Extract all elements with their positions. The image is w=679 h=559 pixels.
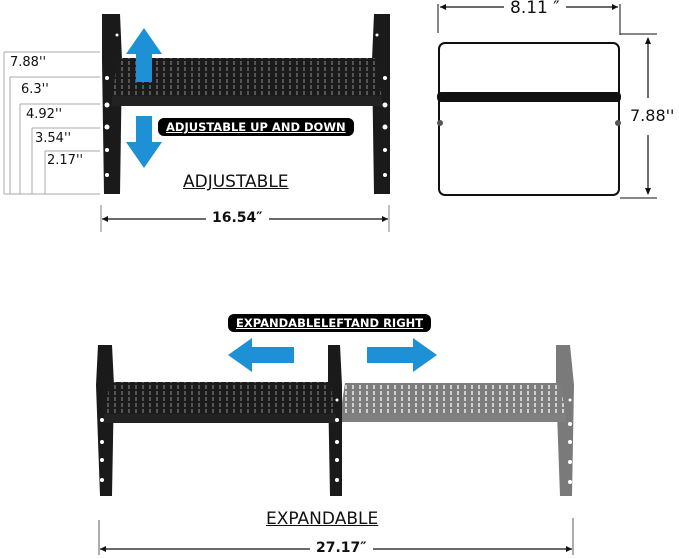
side-width-label: 8.11 ″ (504, 0, 566, 18)
height-level-label: 2.17'' (47, 153, 84, 168)
arrow-up-icon (126, 28, 162, 82)
arrow-right-icon (367, 338, 437, 372)
width-label-27-17: 27.17″ (310, 540, 373, 556)
adjustable-banner: ADJUSTABLE UP AND DOWN (158, 118, 354, 136)
width-label-16-54: 16.54″ (206, 210, 269, 226)
height-level-label: 6.3'' (21, 82, 49, 97)
expandable-title: EXPANDABLE (266, 509, 379, 529)
adjustable-title: ADJUSTABLE (183, 172, 289, 192)
side-height-label: 7.88'' (630, 106, 675, 125)
height-level-lines (3, 51, 100, 195)
side-view-drawing (437, 4, 657, 199)
adjustable-shelf (102, 14, 390, 194)
height-level-label: 7.88'' (10, 55, 47, 70)
height-level-label: 4.92'' (26, 107, 63, 122)
height-level-label: 3.54'' (35, 131, 72, 146)
expandable-banner: EXPANDABLELEFTAND RIGHT (228, 314, 432, 332)
arrow-left-icon (228, 338, 294, 372)
expandable-shelf (96, 338, 574, 496)
arrow-down-icon (126, 116, 162, 168)
